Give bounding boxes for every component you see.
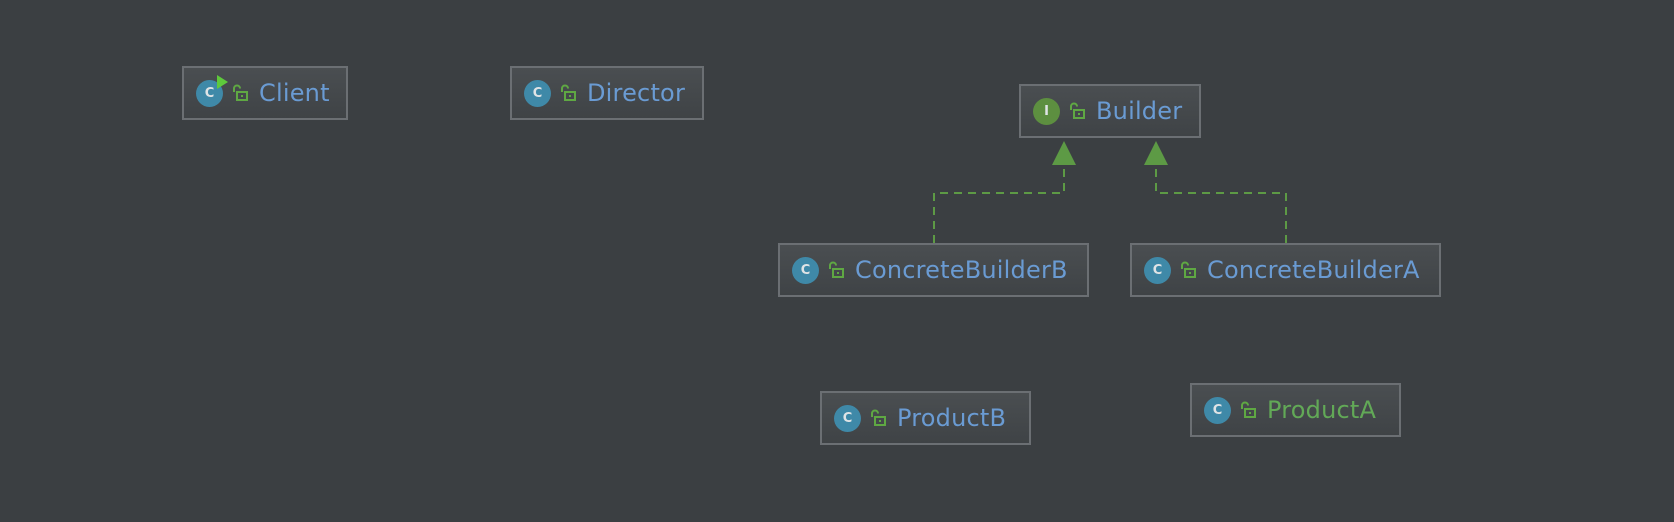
public-lock-icon	[233, 84, 248, 101]
public-lock-icon	[561, 84, 576, 101]
class-name: Director	[587, 79, 686, 107]
interface-name: Builder	[1096, 97, 1183, 125]
public-lock-icon	[1070, 102, 1085, 119]
realization-edge-concretebuilderA-builder[interactable]	[1155, 162, 1287, 243]
class-c-icon: C	[792, 256, 819, 284]
class-c-icon: C	[1144, 256, 1171, 284]
class-name: ProductA	[1267, 396, 1377, 424]
realization-edge-concretebuilderb-builder[interactable]	[933, 162, 1065, 243]
class-node-producta[interactable]: C ProductA	[1190, 383, 1401, 437]
realization-arrowhead-b	[1052, 141, 1076, 165]
interface-i-icon: I	[1033, 97, 1060, 125]
class-node-productb[interactable]: C ProductB	[820, 391, 1031, 445]
public-lock-icon	[1181, 261, 1196, 278]
public-lock-icon	[1241, 401, 1256, 418]
class-node-concretebuildera[interactable]: C ConcreteBuilderA	[1130, 243, 1441, 297]
class-node-client[interactable]: C Client	[182, 66, 348, 120]
class-name: ConcreteBuilderB	[855, 256, 1068, 284]
class-node-director[interactable]: C Director	[510, 66, 704, 120]
public-lock-icon	[871, 409, 886, 426]
realization-arrowhead-a	[1144, 141, 1168, 165]
interface-node-builder[interactable]: I Builder	[1019, 84, 1201, 138]
class-c-icon: C	[834, 404, 861, 432]
public-lock-icon	[829, 261, 844, 278]
class-name: ProductB	[897, 404, 1007, 432]
class-node-concretebuilderb[interactable]: C ConcreteBuilderB	[778, 243, 1089, 297]
class-c-icon: C	[1204, 396, 1231, 424]
class-c-icon: C	[524, 79, 551, 107]
class-name: ConcreteBuilderA	[1207, 256, 1420, 284]
class-name: Client	[259, 79, 330, 107]
run-arrow-icon	[217, 74, 228, 89]
class-c-icon: C	[196, 74, 228, 107]
